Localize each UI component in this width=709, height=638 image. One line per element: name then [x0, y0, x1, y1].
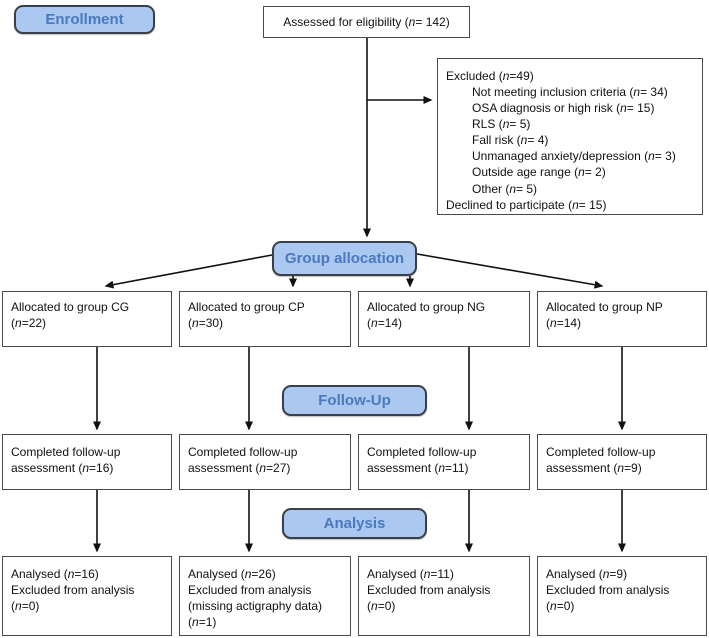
analysis-line: (n=0)	[367, 599, 396, 614]
analysis-line: Analysed (n=26)	[188, 567, 276, 581]
allocation-n: (n=22)	[11, 316, 47, 331]
analysis-box-cg: Analysed (n=16) Excluded from analysis (…	[2, 556, 172, 636]
followup-box-cp: Completed follow-up assessment (n=27)	[179, 434, 351, 490]
allocation-n: (n=30)	[188, 316, 224, 331]
allocation-n: (n=14)	[546, 316, 582, 331]
analysis-line: Excluded from analysis	[11, 583, 135, 598]
allocation-line: Allocated to group NG	[367, 300, 486, 314]
excluded-declined: Declined to participate (n= 15)	[446, 197, 607, 212]
followup-line: Completed follow-up	[11, 445, 121, 459]
analysis-line: (n=1)	[188, 615, 217, 630]
analysis-box-np: Analysed (n=9) Excluded from analysis (n…	[537, 556, 707, 636]
followup-line: Completed follow-up	[546, 445, 656, 459]
followup-n: assessment (n=16)	[11, 461, 114, 476]
allocation-box-ng: Allocated to group NG (n=14)	[358, 291, 530, 347]
stage-label-group-allocation: Group allocation	[272, 241, 417, 276]
excluded-reason: OSA diagnosis or high risk (n= 15)	[472, 101, 655, 116]
arrow-allocation-to-cg	[104, 254, 273, 289]
excluded-reason: Other (n= 5)	[472, 181, 538, 196]
analysis-line: (n=0)	[546, 599, 575, 614]
analysis-line: Excluded from analysis	[546, 583, 670, 598]
stage-label-follow-up: Follow-Up	[282, 385, 427, 416]
allocation-box-cp: Allocated to group CP (n=30)	[179, 291, 351, 347]
followup-n: assessment (n=9)	[546, 461, 642, 476]
allocation-line: Allocated to group CG	[11, 300, 130, 314]
analysis-line: Analysed (n=11)	[367, 567, 454, 581]
excluded-reason: Unmanaged anxiety/depression (n= 3)	[472, 149, 676, 164]
stage-label-analysis: Analysis	[282, 508, 427, 539]
analysis-line: (missing actigraphy data)	[188, 599, 323, 614]
allocation-n: (n=14)	[367, 316, 403, 331]
analysis-line: Excluded from analysis	[367, 583, 491, 598]
excluded-reason: Fall risk (n= 4)	[472, 133, 549, 148]
analysis-line: Analysed (n=16)	[11, 567, 99, 581]
followup-line: Completed follow-up	[367, 445, 477, 459]
excluded-reason: Outside age range (n= 2)	[472, 165, 606, 180]
analysis-line: Analysed (n=9)	[546, 567, 628, 581]
analysis-line: Excluded from analysis	[188, 583, 312, 598]
excluded-reason: Not meeting inclusion criteria (n= 34)	[472, 85, 668, 100]
followup-box-ng: Completed follow-up assessment (n=11)	[358, 434, 530, 490]
analysis-box-cp: Analysed (n=26) Excluded from analysis (…	[179, 556, 351, 636]
followup-n: assessment (n=27)	[188, 461, 291, 476]
analysis-line: (n=0)	[11, 599, 40, 614]
excluded-box: Excluded (n=49) Not meeting inclusion cr…	[437, 58, 703, 215]
excluded-title: Excluded (n=49)	[446, 69, 534, 83]
allocation-line: Allocated to group NP	[546, 300, 663, 314]
followup-line: Completed follow-up	[188, 445, 298, 459]
followup-n: assessment (n=11)	[367, 461, 469, 476]
stage-label-enrollment: Enrollment	[14, 5, 155, 34]
allocation-line: Allocated to group CP	[188, 300, 305, 314]
allocation-box-cg: Allocated to group CG (n=22)	[2, 291, 172, 347]
assessed-eligibility-box: Assessed for eligibility (n= 142)	[263, 6, 470, 38]
excluded-reason: RLS (n= 5)	[472, 117, 531, 132]
followup-box-np: Completed follow-up assessment (n=9)	[537, 434, 707, 490]
analysis-box-ng: Analysed (n=11) Excluded from analysis (…	[358, 556, 530, 636]
allocation-box-np: Allocated to group NP (n=14)	[537, 291, 707, 347]
followup-box-cg: Completed follow-up assessment (n=16)	[2, 434, 172, 490]
arrow-allocation-to-np	[416, 253, 604, 289]
